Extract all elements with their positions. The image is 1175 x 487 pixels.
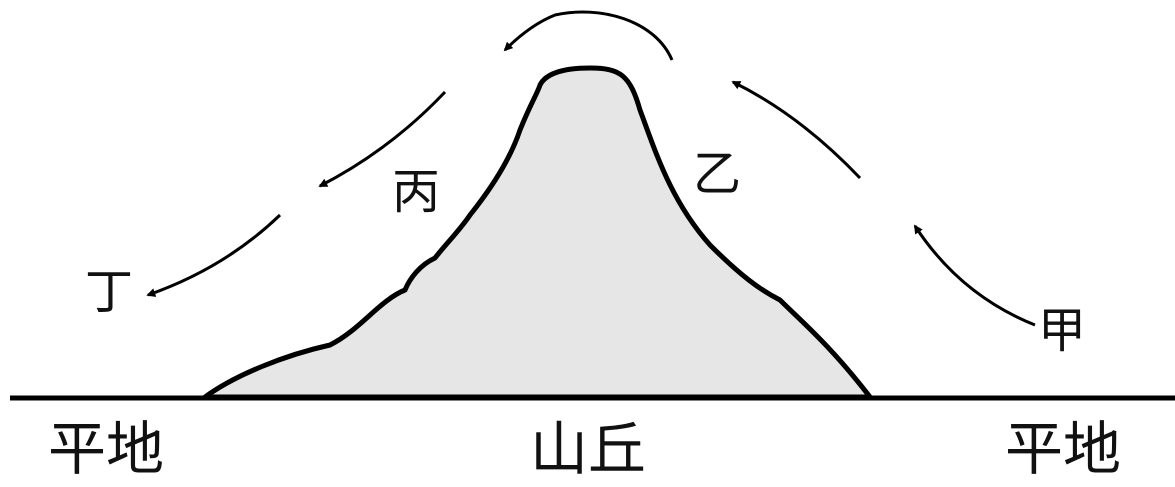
label-yi: 乙 bbox=[693, 146, 742, 202]
label-ding: 丁 bbox=[85, 264, 134, 320]
airflow-arrow-yi bbox=[731, 80, 862, 180]
label-plain-left: 平地 bbox=[48, 415, 165, 483]
label-plain-right: 平地 bbox=[1005, 415, 1122, 483]
label-bing: 丙 bbox=[392, 164, 441, 220]
label-hill: 山丘 bbox=[530, 415, 647, 483]
label-jia: 甲 bbox=[1038, 303, 1087, 359]
airflow-arrow-jia bbox=[913, 224, 1036, 327]
hill-shape bbox=[202, 65, 873, 400]
airflow-arrow-ding bbox=[146, 213, 282, 297]
airflow-arrow-summit bbox=[503, 10, 674, 61]
airflow-arrow-bing bbox=[318, 90, 447, 188]
